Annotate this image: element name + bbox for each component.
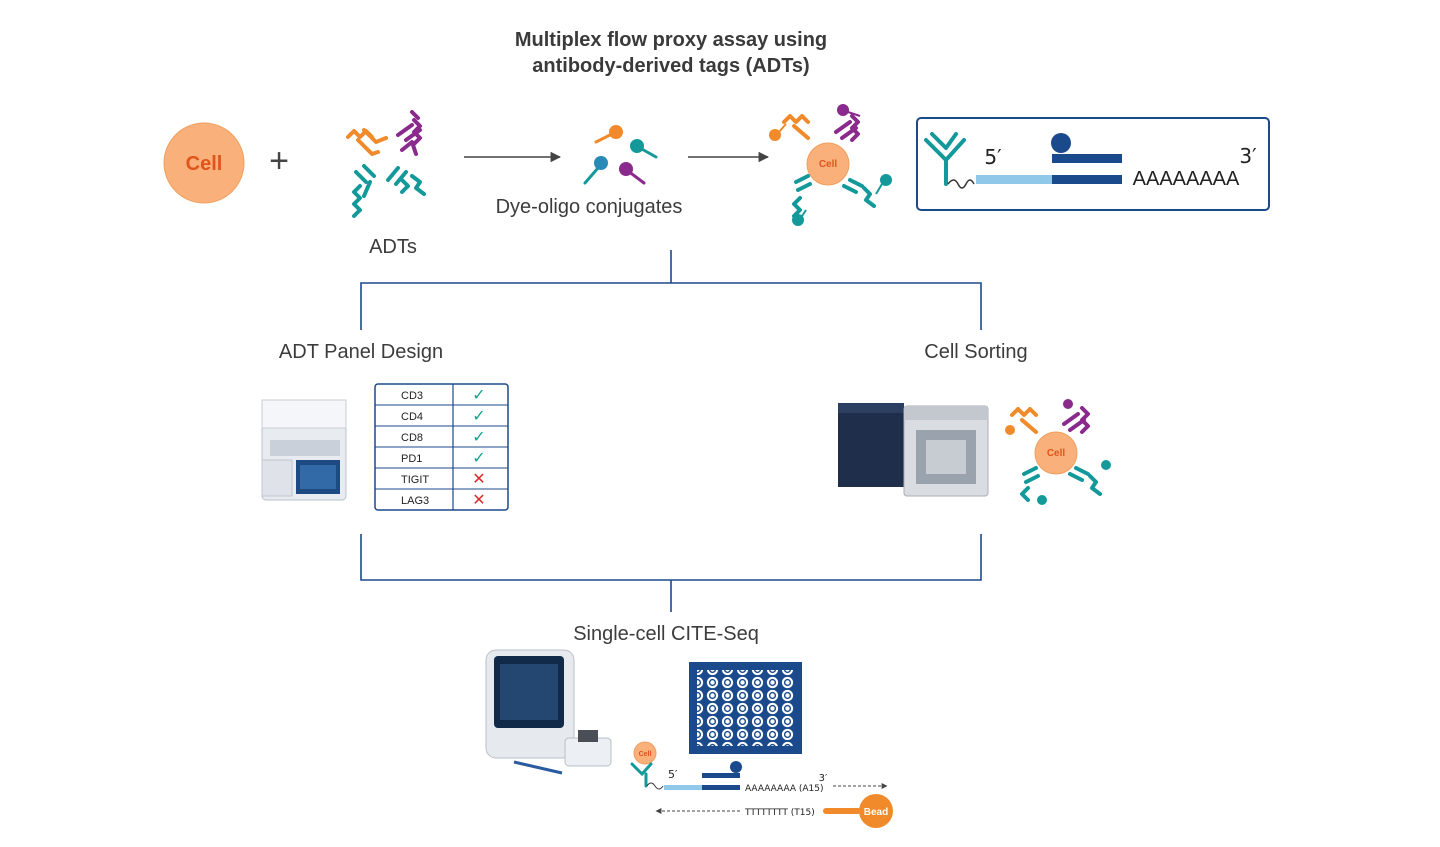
adt-construct-box: 5′ 3′ AAAAAAAA — [916, 117, 1270, 211]
adts-label: ADTs — [369, 236, 417, 258]
construct-five-prime: 5′ — [984, 145, 1002, 169]
cite-seq-construct: Cell 5′ 3′ AAAAAAAA (A15) TTTTTTTT (T15)… — [630, 741, 893, 828]
hexagonal-bead-array-icon — [689, 662, 802, 754]
dye-oligo-label: Dye-oligo conjugates — [496, 196, 683, 218]
cell-sorter-instrument-icon — [838, 403, 989, 497]
cross-icon: ✕ — [472, 469, 485, 488]
cell-icon: Cell — [163, 122, 245, 204]
dye-oligo-icon — [583, 125, 658, 185]
plus-sign: + — [269, 142, 289, 180]
title-line-2: antibody-derived tags (ADTs) — [532, 55, 809, 77]
check-icon: ✓ — [472, 427, 485, 446]
cross-icon: ✕ — [472, 490, 485, 509]
adts-antibody-icon — [346, 110, 426, 218]
cite-three-prime: 3′ — [819, 773, 828, 784]
labeled-cell-text: Cell — [819, 159, 838, 170]
panel-marker-tigit: TIGIT — [401, 474, 429, 486]
construct-three-prime: 3′ — [1239, 144, 1257, 168]
cite-a15: AAAAAAAA (A15) — [745, 784, 824, 794]
adt-panel-design-label: ADT Panel Design — [279, 341, 443, 363]
cell-sorting-label: Cell Sorting — [924, 341, 1027, 363]
flow-analyzer-instrument-icon — [261, 399, 347, 501]
title-line-1: Multiplex flow proxy assay using — [515, 29, 827, 51]
panel-marker-pd1: PD1 — [401, 453, 422, 465]
sequencer-instrument-icon — [485, 649, 612, 775]
panel-marker-cd8: CD8 — [401, 432, 423, 444]
cite-seq-label: Single-cell CITE-Seq — [573, 623, 759, 645]
check-icon: ✓ — [472, 448, 485, 467]
construct-polya: AAAAAAAA — [1133, 168, 1240, 190]
cite-five-prime: 5′ — [668, 768, 678, 781]
cite-seq-cell-text: Cell — [639, 751, 652, 758]
labeled-cell-icon: Cell — [769, 104, 892, 226]
check-icon: ✓ — [472, 385, 485, 404]
adt-panel-table: CD3 ✓ CD4 ✓ CD8 ✓ PD1 ✓ TIGIT ✕ LAG3 ✕ — [374, 383, 509, 511]
panel-marker-cd4: CD4 — [401, 411, 423, 423]
bead-label: Bead — [864, 807, 888, 818]
sorted-cell-text: Cell — [1047, 448, 1066, 459]
panel-marker-lag3: LAG3 — [401, 495, 429, 507]
sorted-cell-icon: Cell — [1005, 399, 1111, 505]
check-icon: ✓ — [472, 406, 485, 425]
tree-connectors — [360, 250, 982, 612]
cite-t15: TTTTTTTT (T15) — [744, 808, 815, 818]
cell-label: Cell — [186, 153, 223, 175]
panel-marker-cd3: CD3 — [401, 390, 423, 402]
